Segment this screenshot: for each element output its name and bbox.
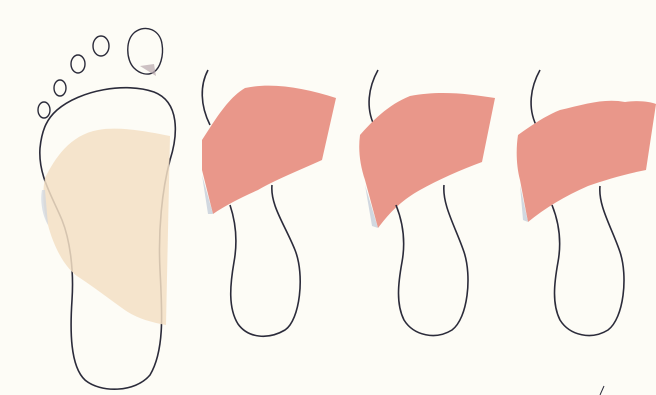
foot-diagram [0, 0, 656, 395]
foot-diagram-svg [0, 0, 656, 395]
